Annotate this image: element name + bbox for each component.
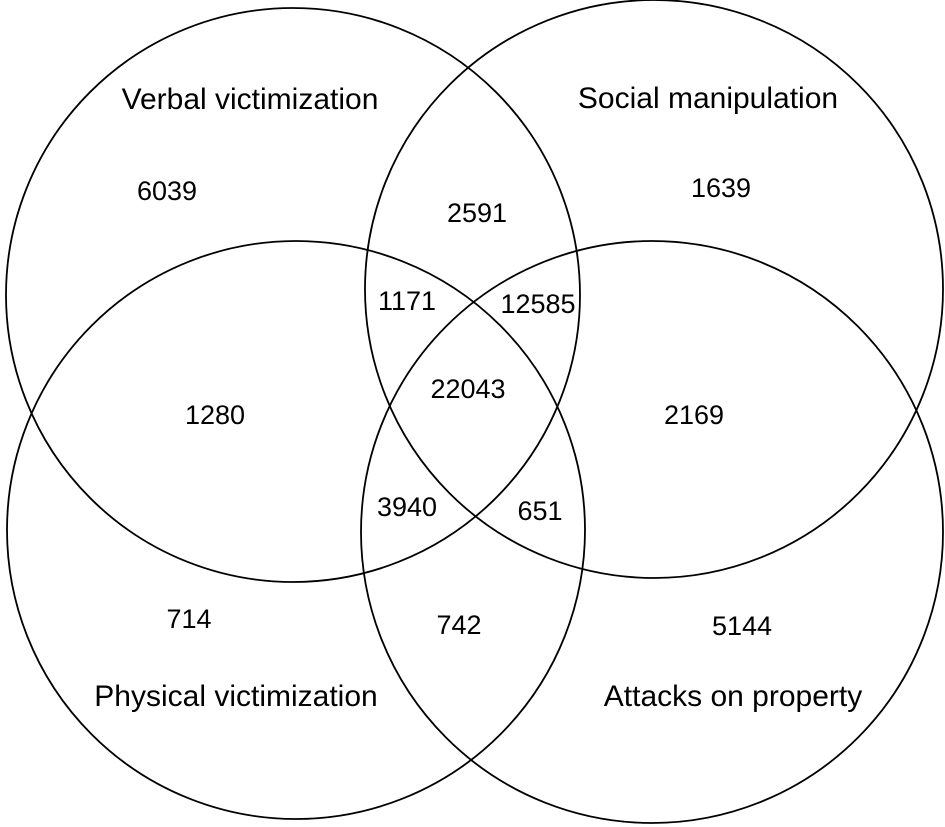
all-four-count: 22043	[430, 374, 505, 404]
social-manipulation-label: Social manipulation	[578, 82, 838, 115]
verbal-victimization-circle	[5, 7, 581, 583]
social-only-count: 1639	[691, 173, 751, 203]
property-only-count: 5144	[712, 611, 772, 641]
physical-property-count: 742	[436, 610, 481, 640]
social-property-count: 2169	[664, 400, 724, 430]
verbal-physical-property-count: 3940	[377, 492, 437, 522]
physical-victimization-circle	[6, 240, 586, 820]
verbal-physical-count: 1280	[185, 400, 245, 430]
verbal-only-count: 6039	[137, 176, 197, 206]
attacks-on-property-circle	[360, 240, 944, 824]
verbal-social-physical-count: 1171	[378, 286, 436, 316]
physical-only-count: 714	[166, 604, 211, 634]
social-physical-property-count: 651	[517, 496, 562, 526]
verbal-social-count: 2591	[447, 198, 507, 228]
social-manipulation-circle	[364, 0, 944, 579]
attacks-on-property-label: Attacks on property	[604, 680, 862, 713]
verbal-victimization-label: Verbal victimization	[122, 83, 379, 116]
verbal-social-property-count: 12585	[500, 289, 575, 319]
physical-victimization-label: Physical victimization	[94, 680, 377, 713]
